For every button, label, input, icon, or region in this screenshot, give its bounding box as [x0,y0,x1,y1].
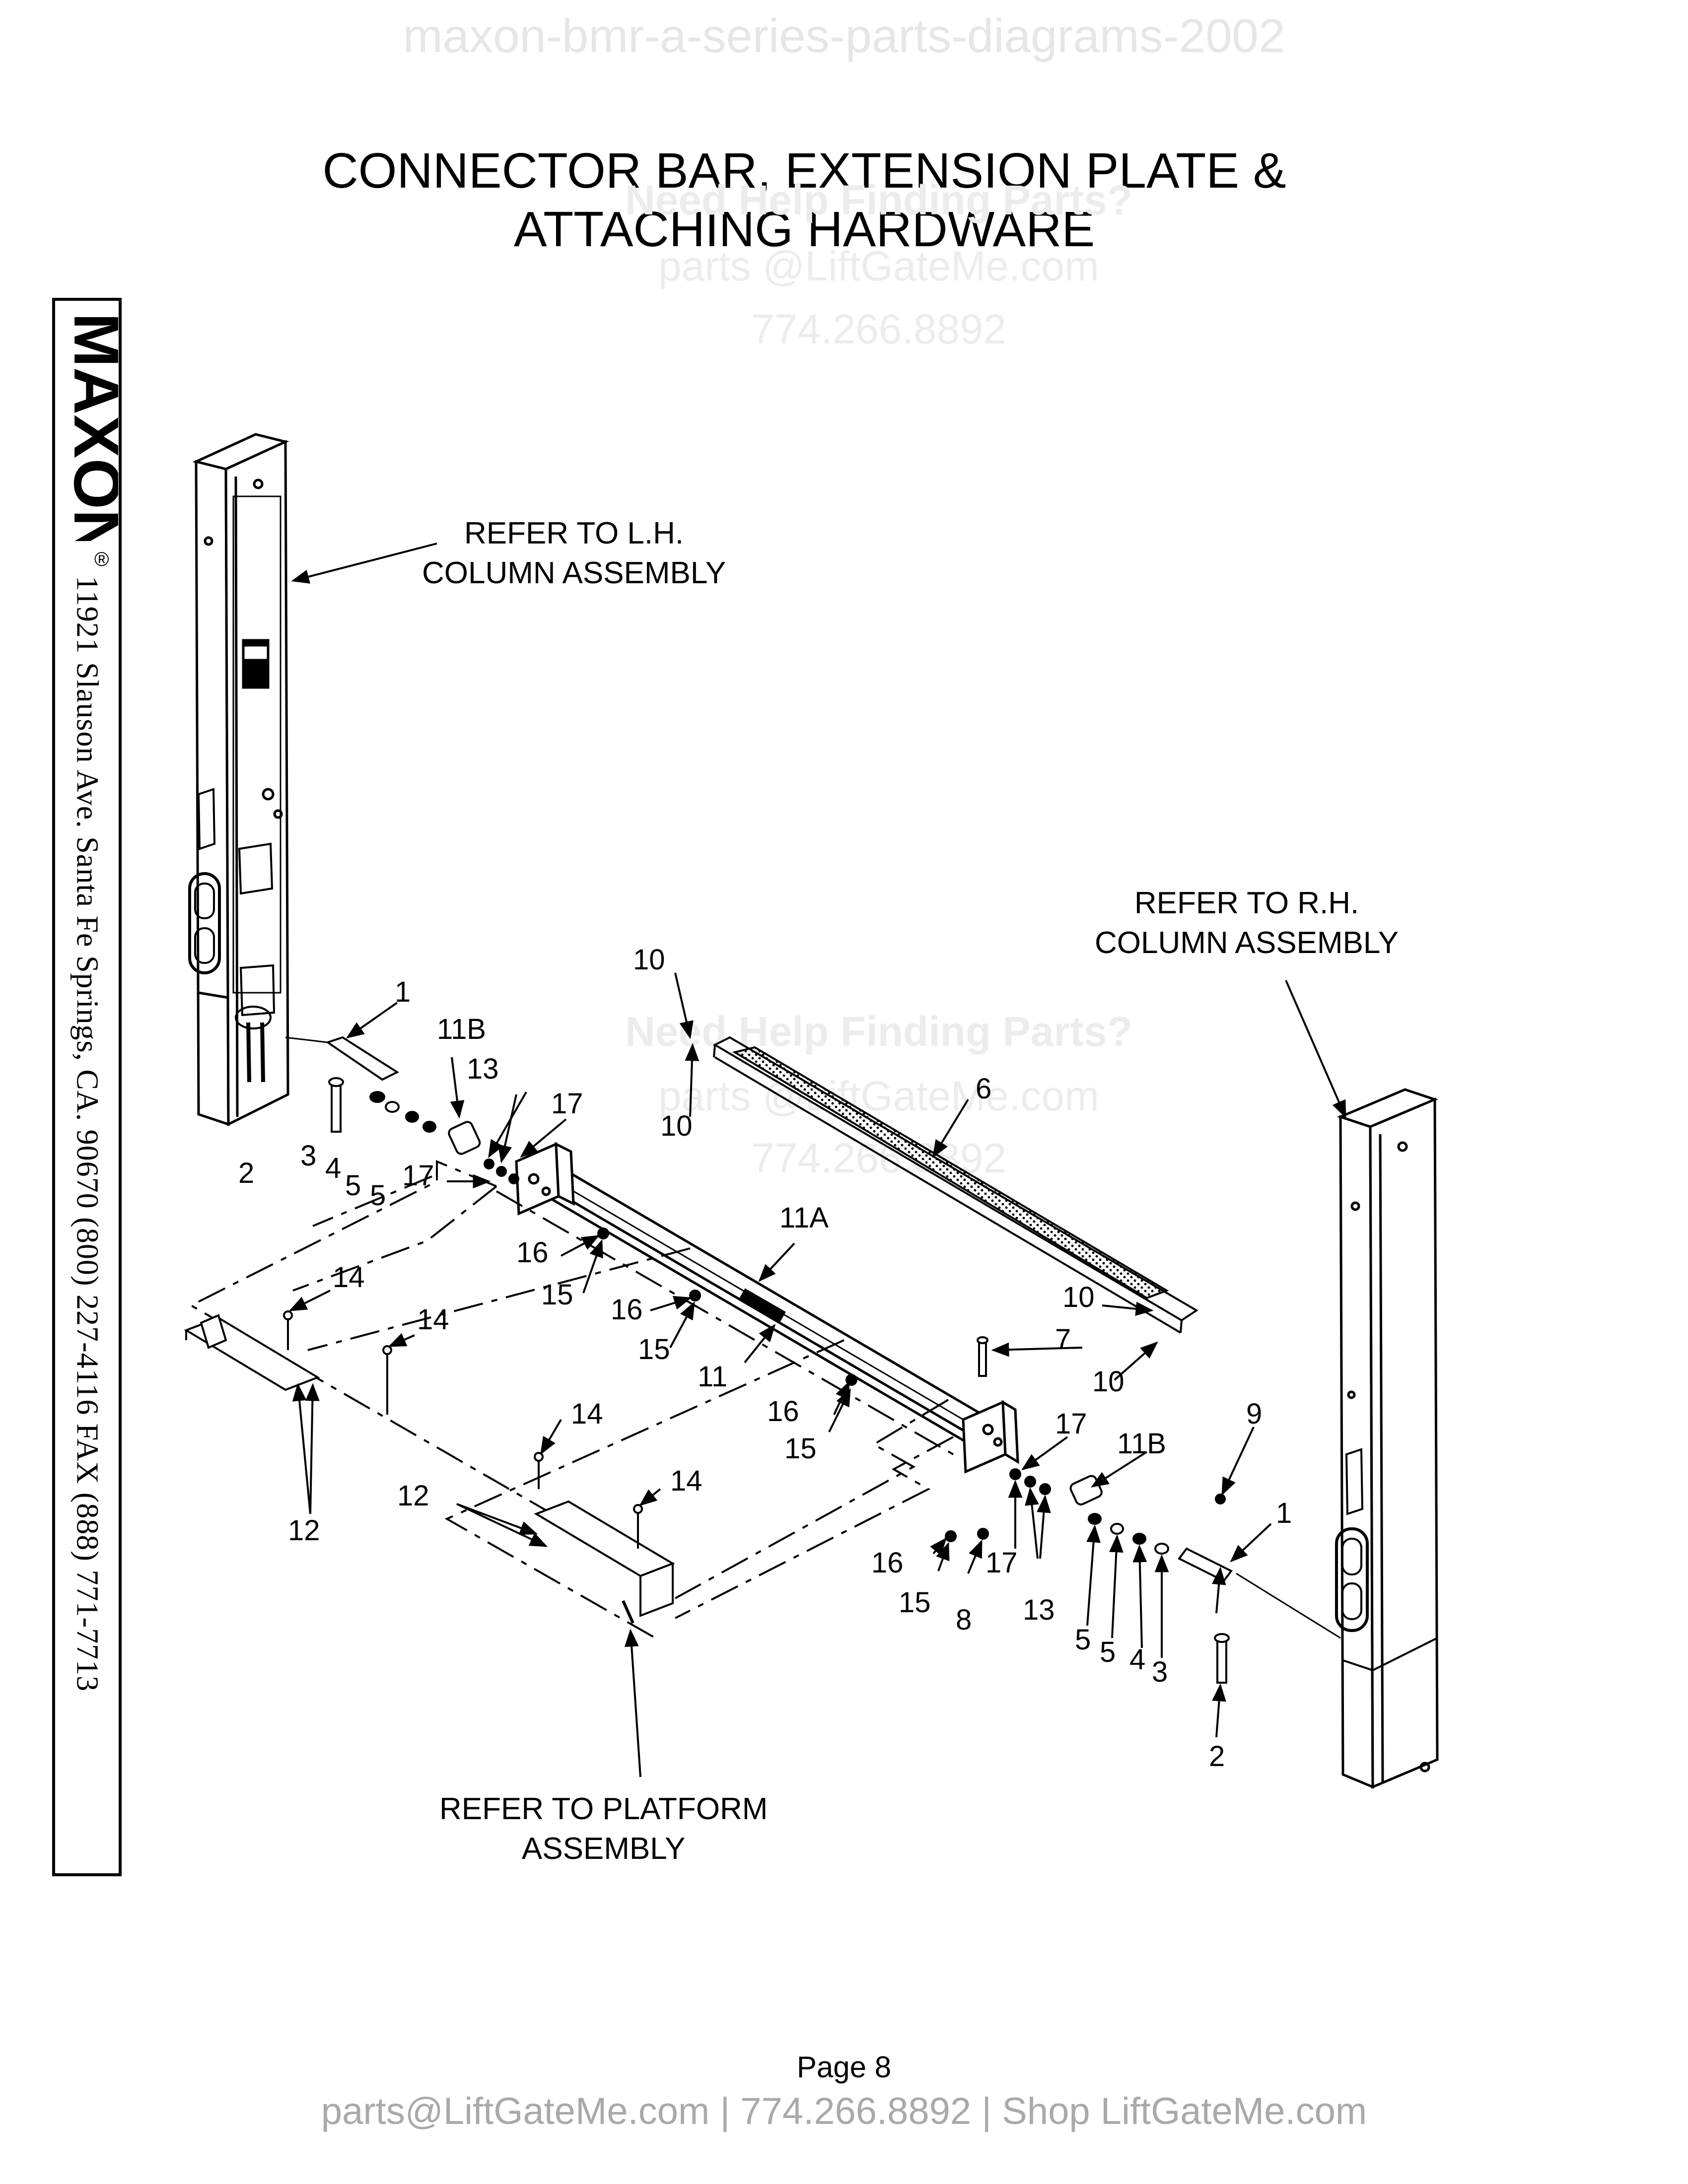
part-number: 10 [1062,1281,1095,1313]
part-number: 14 [571,1398,603,1430]
part-number: 1 [1276,1497,1292,1529]
part-number: 3 [300,1140,317,1172]
part-number: 12 [397,1480,429,1512]
footer-contact: parts@LiftGateMe.com | 774.266.8892 | Sh… [321,2090,1367,2132]
part-number: 16 [516,1236,549,1269]
studs [283,1228,957,1549]
part-number: 11 [698,1361,728,1393]
part-number: 15 [899,1586,931,1619]
part-number: 12 [288,1514,320,1547]
svg-text:MAXON: MAXON [61,313,118,541]
part-number: 16 [611,1294,643,1326]
part-number: 11A [779,1202,829,1234]
part-number: 14 [670,1465,703,1497]
part-number: 1 [395,976,411,1008]
part-number: 2 [238,1157,255,1189]
extension-plate [712,1036,1198,1334]
part-number: 17 [985,1547,1018,1579]
part-number: 10 [1092,1365,1125,1398]
watermark-email-top: parts @LiftGateMe.com [658,243,1100,289]
part-number: 15 [541,1279,573,1311]
rh-column [1335,1088,1439,1789]
part-number: 16 [871,1547,904,1579]
platform-outline [189,1160,954,1639]
watermark-top-text: maxon-bmr-a-series-parts-diagrams-2002 [403,9,1285,63]
part-number: 16 [767,1395,799,1428]
page-title: CONNECTOR BAR, EXTENSION PLATE & ATTACHI… [0,141,1609,259]
part-number: 3 [1152,1656,1168,1688]
part-number: 17 [1055,1408,1087,1440]
part-number: 5 [345,1169,361,1202]
registered-mark: ® [94,548,109,570]
part-number: 13 [467,1053,499,1085]
connector-bar [518,1158,1011,1453]
part-number: 14 [417,1303,449,1336]
part-number: 17 [551,1088,583,1120]
platform-left-plate [184,1314,320,1391]
part-number: 14 [333,1261,365,1294]
left-end-bracket [515,1142,575,1216]
watermark-help-mid: Need Help Finding Parts? [625,1008,1133,1055]
part-number: 11B [437,1013,486,1045]
part-number: 5 [1100,1636,1116,1668]
left-hardware [325,1036,519,1184]
part-number: 6 [976,1073,992,1105]
right-end-bracket [962,1400,1019,1474]
part-number: 10 [633,944,665,976]
part-number: 4 [325,1152,342,1184]
maxon-logo: MAXON [61,313,118,541]
watermark-email-mid: parts @LiftGateMe.com [658,1073,1100,1119]
part-number: 13 [1023,1594,1055,1626]
part-number: 5 [1075,1624,1091,1656]
callout-lh-column: REFER TO L.H.COLUMN ASSEMBLY [422,516,726,590]
platform-right-plate [534,1500,675,1624]
part-number: 8 [956,1604,972,1636]
callout-arrows [288,543,1346,1777]
part-number: 7 [1055,1323,1071,1356]
part-number: 17 [402,1160,434,1192]
part-number: 5 [370,1179,386,1212]
title-line-1: CONNECTOR BAR, EXTENSION PLATE & [322,143,1286,199]
lh-column [188,433,289,1127]
part-number: 11B [1117,1428,1166,1460]
watermark-phone-top: 774.266.8892 [751,306,1006,352]
title-line-2: ATTACHING HARDWARE [513,202,1095,257]
part-number: 15 [638,1333,670,1365]
part-number: 4 [1129,1643,1146,1676]
brand-sidebar [52,298,122,1876]
part-number: 15 [784,1433,817,1465]
part-number: 10 [660,1110,693,1142]
part-number: 2 [1209,1740,1225,1773]
callout-rh-column: REFER TO R.H.COLUMN ASSEMBLY [1095,886,1399,960]
part-number: 9 [1246,1398,1263,1430]
watermark-help-top: Need Help Finding Parts? [625,177,1133,223]
page-number: Page 8 [796,2050,892,2084]
